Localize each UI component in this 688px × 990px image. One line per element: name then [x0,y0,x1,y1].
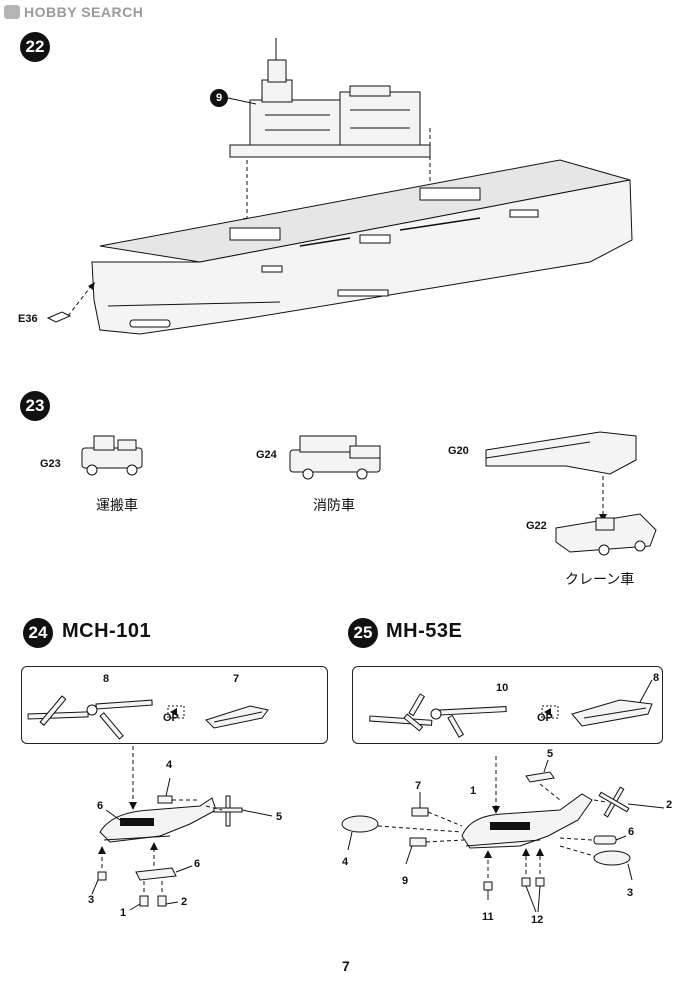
label-crane-vehicle: クレーン車 [565,572,635,588]
part-label-24-tail: 7 [233,673,240,685]
part-label-g20: G20 [448,445,469,457]
part-label-25-p7: 7 [415,780,422,792]
step-24-title: MCH-101 [62,620,152,642]
step-24-number: 24 [23,618,53,648]
part-label-25-p9: 9 [402,875,409,887]
part-label-25-p12: 12 [531,914,544,926]
part-label-24-p1: 1 [120,907,127,919]
part-label-25-rotor: 10 [496,682,509,694]
watermark-text: HOBBY SEARCH [24,4,144,20]
watermark: HOBBY SEARCH [4,4,143,20]
step-25-title: MH-53E [386,620,463,642]
part-label-e36: E36 [18,313,38,325]
page-number: 7 [342,958,350,974]
part-label-25-p4: 4 [342,856,349,868]
step-25-number: 25 [348,618,378,648]
part-label-g24: G24 [256,449,277,461]
part-label-25-p3: 3 [627,887,634,899]
part-label-25-p1: 1 [470,785,477,797]
part-label-g22: G22 [526,520,547,532]
step-24-optional-parts-box [21,666,328,744]
part-label-25-tail: 8 [653,672,660,684]
mch101-drawing [27,695,273,911]
label-carrier-vehicle: 運搬車 [96,498,138,514]
vehicles-drawing [81,431,657,556]
part-label-25-p11: 11 [482,911,494,923]
step-23-number: 23 [20,391,50,421]
part-label-25-p2: 2 [666,799,673,811]
part-label-24-p4: 4 [166,759,173,771]
callout-part-9: 9 [210,89,228,107]
part-label-24-p6a: 6 [97,800,104,812]
part-label-24-p6b: 6 [194,858,201,870]
label-fire-truck: 消防車 [313,498,355,514]
part-label-24-p5: 5 [276,811,283,823]
part-label-g23: G23 [40,458,61,470]
part-label-24-rotor: 8 [103,673,110,685]
mh53e-drawing [341,679,665,913]
part-label-25-p5: 5 [547,748,554,760]
part-label-24-p2: 2 [181,896,188,908]
aircraft-carrier-drawing [46,38,633,335]
part-label-24-p3: 3 [88,894,95,906]
hobby-search-logo-icon [4,5,20,19]
step-22-number: 22 [20,32,50,62]
part-label-25-p6: 6 [628,826,635,838]
